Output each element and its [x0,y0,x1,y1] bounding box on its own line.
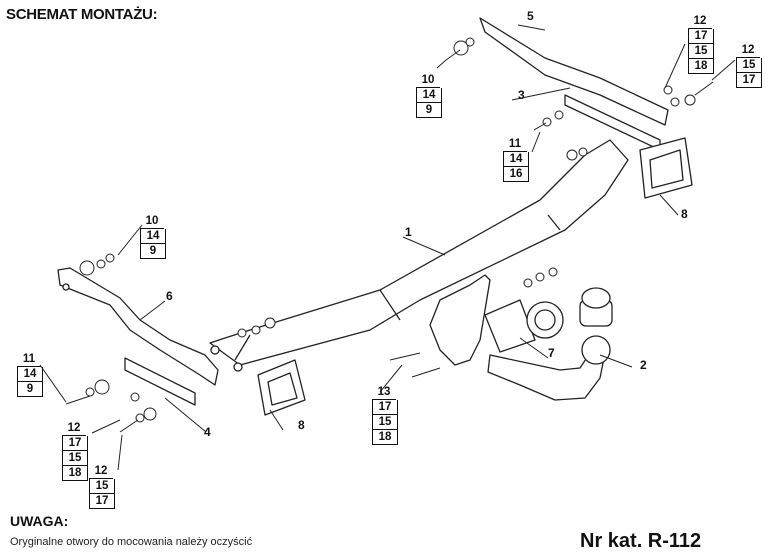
part-label-7: 7 [548,346,555,360]
callout-value: 17 [372,400,398,415]
callout-value: 15 [736,58,762,73]
part-label-8-left: 8 [298,418,305,432]
part-label-4: 4 [204,425,211,439]
part-label-8-right: 8 [681,207,688,221]
callout-value: 12 [688,14,712,29]
callout-value: 16 [503,167,529,182]
callout-value: 14 [140,229,166,244]
callout-value: 9 [140,244,166,259]
notice-text: Oryginalne otwory do mocowania należy oc… [10,536,253,548]
main-crossbar [209,139,629,366]
callout-value: 17 [89,494,115,509]
callout-value: 12 [736,43,760,58]
callout-value: 12 [89,464,113,479]
part-label-3: 3 [518,88,525,102]
callout-value: 17 [736,73,762,88]
callout-value: 15 [62,451,88,466]
callout-value: 18 [372,430,398,445]
catalog-number: Nr kat. R-112 [580,530,702,552]
callout-value: 14 [17,367,43,382]
callout-value: 13 [372,385,396,400]
callout-bolt-10-top: 10 14 9 [416,73,442,118]
callout-bolt-11-left: 11 14 9 [17,352,43,397]
callout-value: 18 [62,466,88,481]
callout-value: 17 [62,436,88,451]
part-label-2: 2 [640,358,647,372]
callout-bolt-12-bottom: 12 15 17 [89,464,115,509]
callout-bolt-12-right: 12 17 15 18 [688,14,714,74]
callout-bolt-11-right: 11 14 16 [503,137,529,182]
callout-value: 14 [416,88,442,103]
socket-plate [484,299,536,353]
right-gusset-plate [639,137,693,199]
left-side-bracket [57,267,219,386]
callout-value: 14 [503,152,529,167]
notice-heading: UWAGA: [10,513,69,529]
left-gusset-plate [257,359,306,416]
callout-value: 15 [688,44,714,59]
callout-value: 12 [62,421,86,436]
tow-ball-neck [487,349,605,401]
callout-value: 15 [372,415,398,430]
callout-value: 9 [17,382,43,397]
tow-ball [581,335,611,365]
part-label-6: 6 [166,289,173,303]
part-label-1: 1 [405,225,412,239]
callout-bolt-12-left: 12 17 15 18 [62,421,88,481]
part-label-5: 5 [527,9,534,23]
callout-value: 17 [688,29,714,44]
callout-bolt-12-far-right: 12 15 17 [736,43,762,88]
callout-value: 11 [17,352,41,367]
callout-value: 18 [688,59,714,74]
callout-value: 11 [503,137,527,152]
right-side-bracket [479,17,669,126]
left-plate [124,357,196,406]
callout-bolt-13: 13 17 15 18 [372,385,398,445]
callout-bolt-10-left: 10 14 9 [140,214,166,259]
callout-value: 15 [89,479,115,494]
callout-value: 10 [140,214,164,229]
callout-value: 10 [416,73,440,88]
callout-value: 9 [416,103,442,118]
page-title: SCHEMAT MONTAŻU: [6,6,158,23]
hitch-arm [429,274,491,366]
